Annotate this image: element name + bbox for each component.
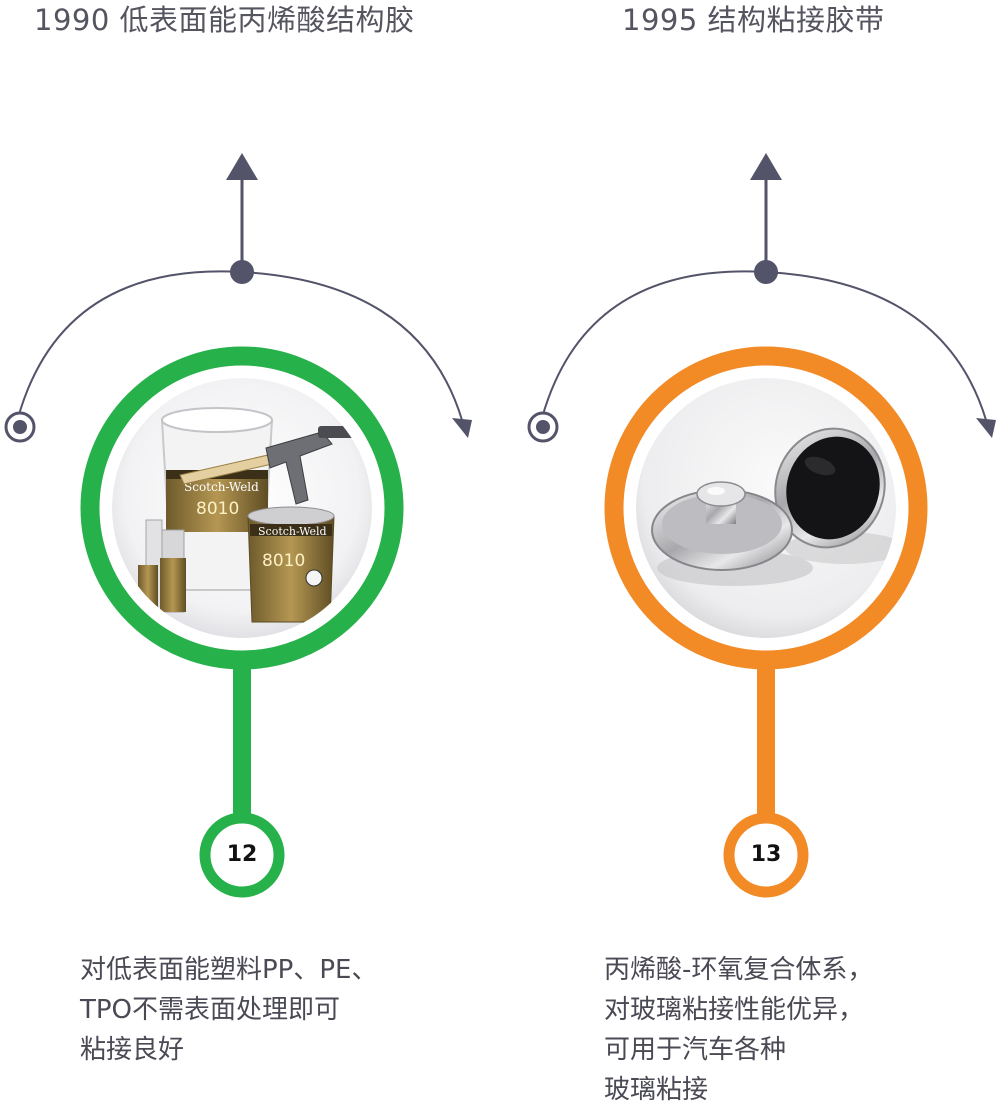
pail-code-label: 8010 <box>196 499 239 519</box>
milestone-1-title: 1990 低表面能丙烯酸结构胶 <box>34 3 415 37</box>
description-line: 可用于汽车各种 <box>604 1035 787 1065</box>
arc-node-dot <box>230 260 254 284</box>
arc-arrow-head-icon <box>452 418 472 438</box>
arrow-up-icon <box>226 153 258 180</box>
milestone-2 <box>527 153 996 898</box>
adhesive-product-cans-image: Scotch-Weld 8010 Scotch-Weld 8010 <box>112 378 372 638</box>
can-code-label: 8010 <box>262 551 305 571</box>
milestone-2-title: 1995 结构粘接胶带 <box>622 3 885 37</box>
arc-node-dot <box>754 260 778 284</box>
description-line: 对低表面能塑料PP、PE、 <box>80 955 378 985</box>
milestone-1: Scotch-Weld 8010 Scotch-Weld 8010 <box>4 153 472 898</box>
description-line: 丙烯酸-环氧复合体系， <box>604 955 874 985</box>
milestone-2-number-badge: 13 <box>750 842 782 867</box>
pail-brand-label: Scotch-Weld <box>184 480 259 494</box>
milestone-2-description: 丙烯酸-环氧复合体系， 对玻璃粘接性能优异， 可用于汽车各种 玻璃粘接 <box>604 950 873 1110</box>
description-line: TPO不需表面处理即可 <box>80 995 341 1025</box>
arrow-up-icon <box>750 153 782 180</box>
milestone-1-description: 对低表面能塑料PP、PE、 TPO不需表面处理即可 粘接良好 <box>80 950 377 1070</box>
arc-arrow-head-icon <box>976 418 996 438</box>
metal-mount-buttons-image <box>636 378 896 638</box>
can-brand-label: Scotch-Weld <box>258 525 327 538</box>
description-line: 粘接良好 <box>80 1035 185 1065</box>
description-line: 玻璃粘接 <box>604 1075 709 1105</box>
description-line: 对玻璃粘接性能优异， <box>604 995 865 1025</box>
milestone-1-number-badge: 12 <box>226 842 258 867</box>
